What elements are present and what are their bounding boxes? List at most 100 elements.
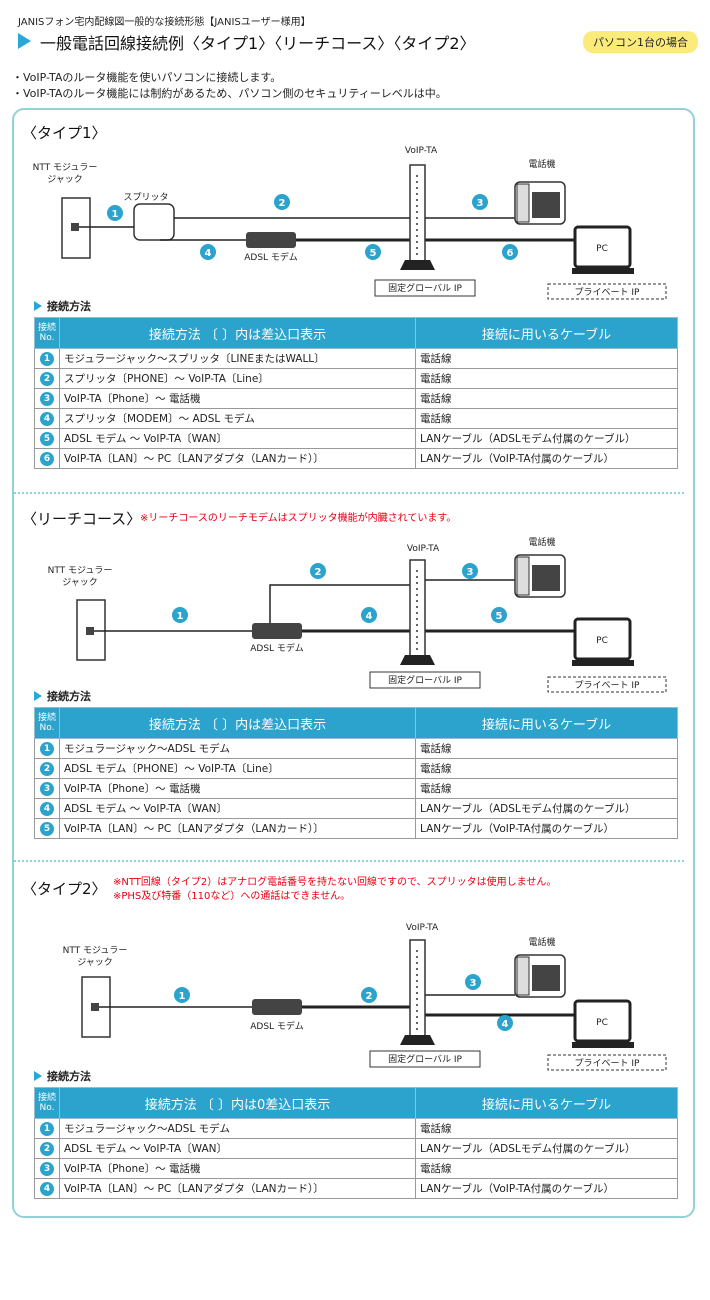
method-heading-reach: 接続方法 — [34, 688, 91, 704]
section-divider — [14, 860, 684, 862]
private-ip-label: プライベート IP — [575, 680, 641, 691]
diagram-type1: NTT モジュラー ジャック スプリッタ ADSL モデム VoIP-TA 固定… — [20, 140, 680, 300]
col-method-header: 接続方法 〔 〕内は差込口表示 — [59, 707, 416, 739]
diagram-reach: NTT モジュラー ジャック ADSL モデム VoIP-TA 固定グローバル … — [20, 535, 680, 695]
pc-label: PC — [596, 1018, 608, 1028]
voip-stand-icon — [400, 260, 435, 270]
marker-4: 4 — [497, 1015, 513, 1031]
voip-ta-icon — [409, 939, 426, 1041]
col-method-header: 接続方法 〔 〕内は差込口表示 — [59, 317, 416, 349]
private-ip-label: プライベート IP — [575, 287, 641, 298]
section-divider — [14, 492, 684, 494]
svg-text:2: 2 — [279, 198, 286, 209]
private-ip-box — [547, 676, 667, 693]
col-cable-header: 接続に用いるケーブル — [415, 317, 678, 349]
marker-5: 5 — [491, 607, 507, 623]
svg-text:1: 1 — [112, 209, 119, 220]
triangle-icon — [34, 691, 42, 701]
type2-note-1: ※NTT回線（タイプ2）はアナログ電話番号を持たない回線ですので、スプリッタは使… — [113, 877, 557, 888]
col-method-header: 接続方法 〔 〕内は0差込口表示 — [59, 1087, 416, 1119]
svg-text:4: 4 — [502, 1019, 509, 1030]
adsl-label: ADSL モデム — [250, 642, 304, 654]
marker-2: 2 — [310, 563, 326, 579]
svg-text:6: 6 — [507, 248, 514, 259]
marker-4: 4 — [200, 244, 216, 260]
global-ip-box — [374, 279, 476, 297]
marker-1: 1 — [172, 607, 188, 623]
marker-3: 3 — [462, 563, 478, 579]
marker-3: 3 — [465, 974, 481, 990]
marker-1: 1 — [174, 987, 190, 1003]
adsl-label: ADSL モデム — [250, 1020, 304, 1032]
global-ip-label: 固定グローバル IP — [388, 282, 462, 294]
svg-text:4: 4 — [366, 611, 373, 622]
jack-port-icon — [71, 223, 79, 231]
ntt-label-line1: NTT モジュラー — [63, 945, 128, 956]
marker-3: 3 — [472, 194, 488, 210]
svg-text:2: 2 — [366, 991, 373, 1002]
marker-2: 2 — [361, 987, 377, 1003]
section-title-type2: 〈タイプ2〉 — [22, 880, 107, 898]
intro-text: ・VoIP-TAのルータ機能を使いパソコンに接続します。 ・VoIP-TAのルー… — [12, 70, 447, 102]
svg-text:3: 3 — [467, 567, 474, 578]
svg-text:3: 3 — [470, 978, 477, 989]
svg-text:2: 2 — [315, 567, 322, 578]
svg-text:3: 3 — [477, 198, 484, 209]
jack-port-icon — [91, 1003, 99, 1011]
adsl-modem-icon — [252, 623, 302, 639]
type2-note-2: ※PHS及び特番（110など）への通話はできません。 — [113, 891, 351, 902]
marker-5: 5 — [365, 244, 381, 260]
pc-icon — [573, 617, 632, 661]
voip-label: VoIP-TA — [407, 544, 440, 554]
jack-port-icon — [86, 627, 94, 635]
voip-stand-icon — [400, 1035, 435, 1045]
col-cable-header: 接続に用いるケーブル — [415, 1087, 678, 1119]
pc-icon — [573, 225, 632, 269]
pc-icon — [573, 999, 632, 1043]
triangle-icon — [34, 1071, 42, 1081]
page-title: 一般電話回線接続例〈タイプ1〉〈リーチコース〉〈タイプ2〉 — [40, 34, 476, 53]
svg-text:1: 1 — [179, 991, 186, 1002]
ntt-label-line1: NTT モジュラー — [48, 565, 113, 576]
svg-text:1: 1 — [177, 611, 184, 622]
private-ip-box — [547, 283, 667, 300]
content-panel — [12, 108, 695, 1218]
ntt-label-line2: ジャック — [62, 577, 98, 588]
title-arrow-icon — [18, 33, 31, 49]
global-ip-box — [369, 671, 481, 689]
voip-label: VoIP-TA — [405, 146, 438, 156]
adsl-label: ADSL モデム — [244, 251, 298, 263]
voip-stand-icon — [400, 655, 435, 665]
splitter-label: スプリッタ — [123, 192, 168, 203]
svg-text:5: 5 — [496, 611, 503, 622]
phone-label: 電話機 — [528, 536, 555, 548]
svg-text:4: 4 — [205, 248, 212, 259]
method-heading-type2: 接続方法 — [34, 1068, 91, 1084]
voip-label: VoIP-TA — [406, 923, 439, 933]
diagram-type2: NTT モジュラー ジャック ADSL モデム VoIP-TA 固定グローバル … — [20, 915, 680, 1075]
voip-ta-icon — [409, 164, 426, 266]
global-ip-box — [369, 1050, 481, 1068]
ntt-label-line2: ジャック — [47, 174, 83, 185]
pc-label: PC — [596, 636, 608, 646]
method-heading-type1: 接続方法 — [34, 298, 91, 314]
title-row: 一般電話回線接続例〈タイプ1〉〈リーチコース〉〈タイプ2〉 パソコン1台の場合 — [18, 30, 698, 53]
svg-text:5: 5 — [370, 248, 377, 259]
cable-line — [269, 584, 410, 623]
pc-label: PC — [596, 244, 608, 254]
